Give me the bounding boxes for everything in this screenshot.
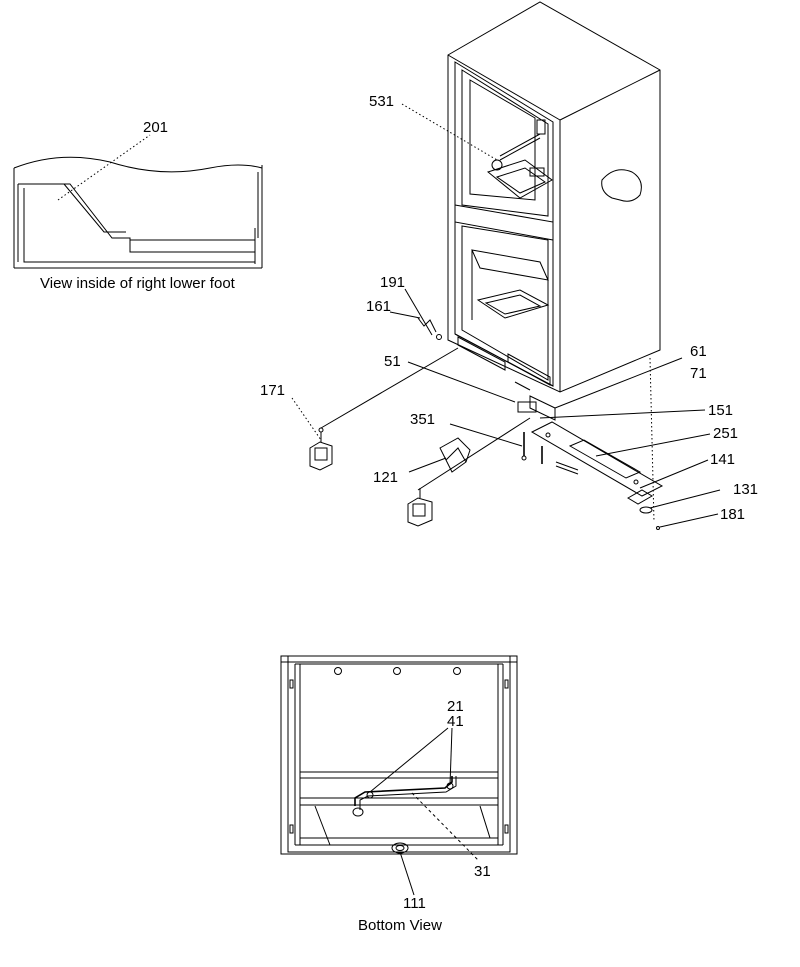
- part-label-531: 531: [369, 93, 394, 110]
- screw-191: [436, 334, 442, 340]
- part-label-191: 191: [380, 274, 405, 291]
- part-label-161: 161: [366, 298, 391, 315]
- part-label-141: 141: [710, 451, 735, 468]
- refrigerator-cabinet: [447, 1, 661, 421]
- washer-131: [639, 506, 653, 514]
- part-label-41: 41: [447, 713, 464, 730]
- bolt: [541, 446, 579, 475]
- screw-161: [417, 317, 437, 333]
- caption-foot-view: View inside of right lower foot: [40, 275, 236, 292]
- bottom-view-leaders: [369, 727, 479, 896]
- caption-bottom-view: Bottom View: [358, 917, 442, 934]
- part-label-121: 121: [373, 469, 398, 486]
- hinge-141: [627, 489, 653, 505]
- part-label-31: 31: [474, 863, 491, 880]
- part-label-51: 51: [384, 353, 401, 370]
- leader-lines: [291, 103, 721, 528]
- screw-351: [521, 432, 527, 461]
- part-label-131: 131: [733, 481, 758, 498]
- bracket-121: [439, 437, 471, 473]
- part-label-351: 351: [410, 411, 435, 428]
- part-label-21: 21: [447, 698, 464, 715]
- part-label-151: 151: [708, 402, 733, 419]
- part-label-181: 181: [720, 506, 745, 523]
- leveler-foot-171: [309, 427, 333, 471]
- part-label-111: 111: [403, 895, 426, 912]
- part-label-251: 251: [713, 425, 738, 442]
- screw-181: [656, 526, 660, 530]
- foot-inset-view: [13, 156, 263, 269]
- part-label-171: 171: [260, 382, 285, 399]
- part-label-71: 71: [690, 365, 707, 382]
- part-label-201: 201: [143, 119, 168, 136]
- bottom-view: [280, 655, 518, 855]
- rail-251: [530, 421, 664, 497]
- part-label-61: 61: [690, 343, 707, 360]
- callout-201: 201: [57, 119, 168, 201]
- leveler-foot-front: [407, 488, 433, 527]
